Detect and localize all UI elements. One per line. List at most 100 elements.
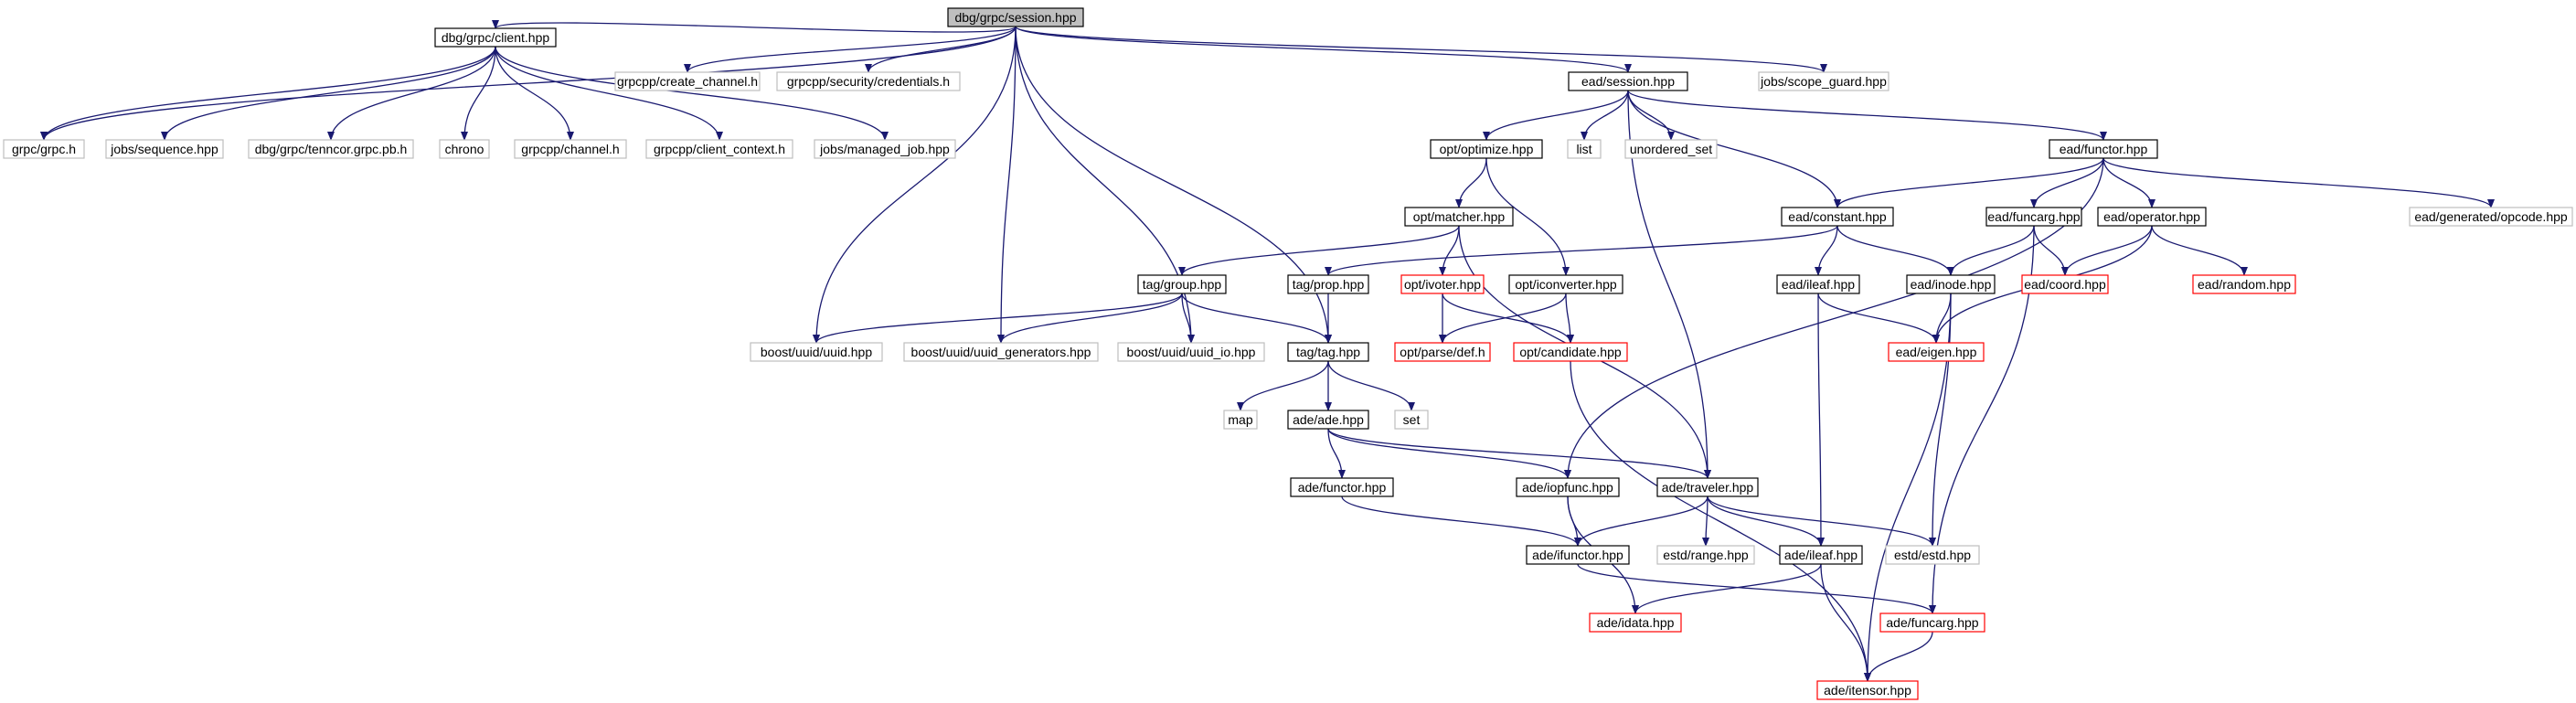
node-box (614, 71, 761, 91)
node-box (2097, 207, 2207, 227)
node-opt-iconverter-hpp[interactable]: opt/iconverter.hpp (1508, 274, 1623, 294)
edge-dbg-grpc-session-hpp-to-grpc-grpc-h (40, 26, 1017, 141)
node-ead-inode-hpp[interactable]: ead/inode.hpp (1906, 274, 1996, 294)
node-tag-group-hpp[interactable]: tag/group.hpp (1137, 274, 1227, 294)
edge-dbg-grpc-client-hpp-to-grpc-grpc-h (40, 46, 496, 141)
node-ade-idata-hpp[interactable]: ade/idata.hpp (1589, 612, 1682, 633)
edge-ade-functor-hpp-to-ade-ifunctor-hpp (1341, 495, 1581, 547)
edge-tag-tag-hpp-to-set (1327, 360, 1415, 411)
edge-opt-iconverter-hpp-to-opt-parse-def-h (1439, 293, 1567, 344)
node-box (750, 342, 883, 362)
node-box (1117, 342, 1265, 362)
edge-ead-functor-hpp-to-ead-generated-opcode-hpp (2102, 157, 2495, 208)
node-ead-generated-opcode-hpp: ead/generated/opcode.hpp (2409, 207, 2573, 227)
node-label: tag/tag.hpp (1296, 345, 1360, 359)
node-estd-range-hpp: estd/range.hpp (1656, 545, 1755, 565)
edge-dbg-grpc-client-hpp-to-grpcpp-channel-h (495, 46, 574, 141)
node-box (1781, 207, 1894, 227)
node-ade-ade-hpp[interactable]: ade/ade.hpp (1287, 410, 1369, 430)
node-ade-functor-hpp[interactable]: ade/functor.hpp (1290, 477, 1394, 497)
node-label: ead/random.hpp (2198, 277, 2291, 292)
edge-ade-funcarg-hpp-to-ade-itensor-hpp (1864, 631, 1933, 682)
node-label: ead/operator.hpp (2103, 209, 2200, 224)
edge-dbg-grpc-client-hpp-to-chrono (461, 46, 496, 141)
edge-ade-ade-hpp-to-ade-traveler-hpp (1327, 428, 1711, 479)
node-box (1394, 410, 1429, 430)
node-ead-functor-hpp[interactable]: ead/functor.hpp (2049, 139, 2158, 159)
node-label: dbg/grpc/session.hpp (954, 10, 1076, 25)
node-label: grpcpp/create_channel.h (617, 74, 758, 89)
node-ade-iopfunc-hpp[interactable]: ade/iopfunc.hpp (1516, 477, 1620, 497)
edge-tag-group-hpp-to-boost-uuid-uuid-hpp (813, 293, 1183, 344)
node-ead-constant-hpp[interactable]: ead/constant.hpp (1781, 207, 1894, 227)
node-box (2049, 139, 2158, 159)
node-box (1879, 612, 1985, 633)
node-ade-funcarg-hpp[interactable]: ade/funcarg.hpp (1879, 612, 1985, 633)
node-ead-funcarg-hpp[interactable]: ead/funcarg.hpp (1985, 207, 2082, 227)
node-list: list (1567, 139, 1602, 159)
nodes-layer: dbg/grpc/session.hpp dbg/grpc/client.hpp g… (3, 7, 2573, 700)
edge-opt-optimize-hpp-to-opt-matcher-hpp (1455, 157, 1487, 208)
node-label: opt/candidate.hpp (1519, 345, 1622, 359)
node-box (1287, 342, 1369, 362)
edge-dbg-grpc-session-hpp-to-tag-tag-hpp (1015, 26, 1332, 344)
node-label: ade/iopfunc.hpp (1522, 480, 1613, 495)
node-opt-matcher-hpp[interactable]: opt/matcher.hpp (1404, 207, 1514, 227)
edge-ade-traveler-hpp-to-ade-ileaf-hpp (1707, 495, 1825, 547)
node-dbg-grpc-client-hpp[interactable]: dbg/grpc/client.hpp (434, 27, 557, 48)
node-label: boost/uuid/uuid.hpp (761, 345, 872, 359)
edge-ead-funcarg-hpp-to-ade-funcarg-hpp (1929, 225, 2035, 614)
node-ade-ileaf-hpp[interactable]: ade/ileaf.hpp (1779, 545, 1863, 565)
node-ead-eigen-hpp[interactable]: ead/eigen.hpp (1888, 342, 1985, 362)
edge-ead-session-hpp-to-ead-functor-hpp (1627, 90, 2107, 141)
node-label: grpcpp/client_context.h (654, 142, 785, 156)
node-ade-itensor-hpp[interactable]: ade/itensor.hpp (1816, 680, 1919, 700)
node-opt-candidate-hpp[interactable]: opt/candidate.hpp (1513, 342, 1628, 362)
node-opt-ivoter-hpp[interactable]: opt/ivoter.hpp (1400, 274, 1485, 294)
node-label: chrono (445, 142, 484, 156)
node-grpcpp-security-credentials-h: grpcpp/security/credentials.h (776, 71, 961, 91)
node-grpc-grpc-h: grpc/grpc.h (3, 139, 85, 159)
node-box (1758, 71, 1889, 91)
node-ead-coord-hpp[interactable]: ead/coord.hpp (2021, 274, 2109, 294)
node-box (1508, 274, 1623, 294)
node-ead-operator-hpp[interactable]: ead/operator.hpp (2097, 207, 2207, 227)
node-box (1526, 545, 1630, 565)
node-box (1656, 545, 1755, 565)
edge-ead-session-hpp-to-ead-constant-hpp (1627, 90, 1841, 208)
node-box (1656, 477, 1759, 497)
edge-ade-ileaf-hpp-to-ade-idata-hpp (1632, 563, 1822, 614)
node-box (1816, 680, 1919, 700)
node-jobs-scope-guard-hpp: jobs/scope_guard.hpp (1758, 71, 1889, 91)
node-ade-ifunctor-hpp[interactable]: ade/ifunctor.hpp (1526, 545, 1630, 565)
edge-opt-matcher-hpp-to-tag-group-hpp (1178, 225, 1460, 276)
edge-dbg-grpc-session-hpp-to-boost-uuid-uuid-io-hpp (1015, 26, 1195, 344)
node-dbg-grpc-session-hpp[interactable]: dbg/grpc/session.hpp (947, 7, 1084, 27)
node-ead-ileaf-hpp[interactable]: ead/ileaf.hpp (1776, 274, 1860, 294)
node-label: ade/traveler.hpp (1662, 480, 1754, 495)
node-ead-random-hpp[interactable]: ead/random.hpp (2192, 274, 2296, 294)
node-label: dbg/grpc/tenncor.grpc.pb.h (255, 142, 408, 156)
edges-layer (40, 19, 2495, 682)
node-opt-optimize-hpp[interactable]: opt/optimize.hpp (1430, 139, 1543, 159)
edge-ead-session-hpp-to-list (1581, 90, 1629, 141)
node-box (1567, 139, 1602, 159)
node-box (1885, 545, 1980, 565)
node-label: ead/functor.hpp (2060, 142, 2148, 156)
node-label: estd/estd.hpp (1894, 548, 1971, 562)
node-label: ead/coord.hpp (2024, 277, 2106, 292)
node-ead-session-hpp[interactable]: ead/session.hpp (1568, 71, 1688, 91)
edge-opt-optimize-hpp-to-opt-iconverter-hpp (1485, 157, 1570, 276)
edge-opt-candidate-hpp-to-ade-itensor-hpp (1570, 360, 1871, 682)
edge-ead-functor-hpp-to-ead-constant-hpp (1834, 157, 2104, 208)
edge-ead-functor-hpp-to-ade-iopfunc-hpp (1564, 157, 2104, 479)
node-box (1516, 477, 1620, 497)
node-label: tag/prop.hpp (1293, 277, 1365, 292)
node-ade-traveler-hpp[interactable]: ade/traveler.hpp (1656, 477, 1759, 497)
node-opt-parse-def-h[interactable]: opt/parse/def.h (1394, 342, 1491, 362)
edge-ead-inode-hpp-to-ade-itensor-hpp (1864, 293, 1952, 682)
node-box (248, 139, 414, 159)
node-tag-tag-hpp[interactable]: tag/tag.hpp (1287, 342, 1369, 362)
node-box (105, 139, 224, 159)
node-tag-prop-hpp[interactable]: tag/prop.hpp (1287, 274, 1369, 294)
